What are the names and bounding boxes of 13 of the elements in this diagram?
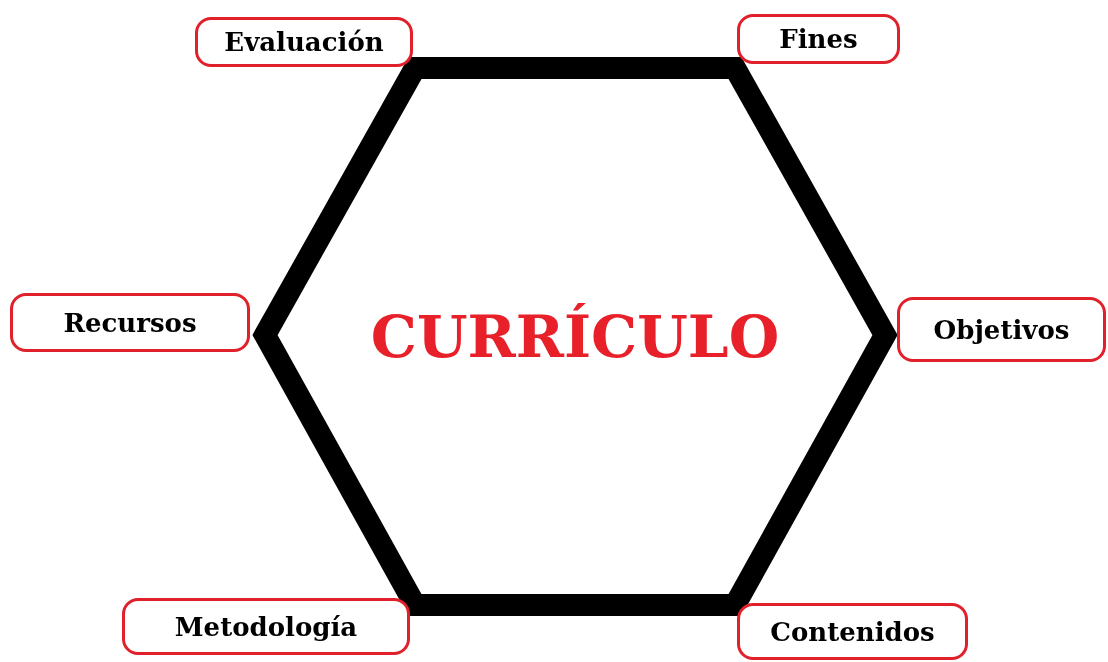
title-text: CURRÍCULO — [370, 303, 780, 371]
label-box — [737, 14, 900, 64]
label-box — [737, 603, 968, 660]
node-label: Recursos — [63, 307, 197, 338]
node-label: Fines — [779, 24, 858, 54]
node-label: Evaluación — [224, 27, 384, 57]
label-box — [897, 297, 1106, 362]
label-box — [195, 17, 413, 67]
label-box — [122, 598, 410, 655]
node-label: Contenidos — [770, 616, 935, 647]
label-box — [10, 293, 250, 352]
node-label: Metodología — [174, 611, 358, 642]
node-label: Objetivos — [933, 314, 1070, 345]
